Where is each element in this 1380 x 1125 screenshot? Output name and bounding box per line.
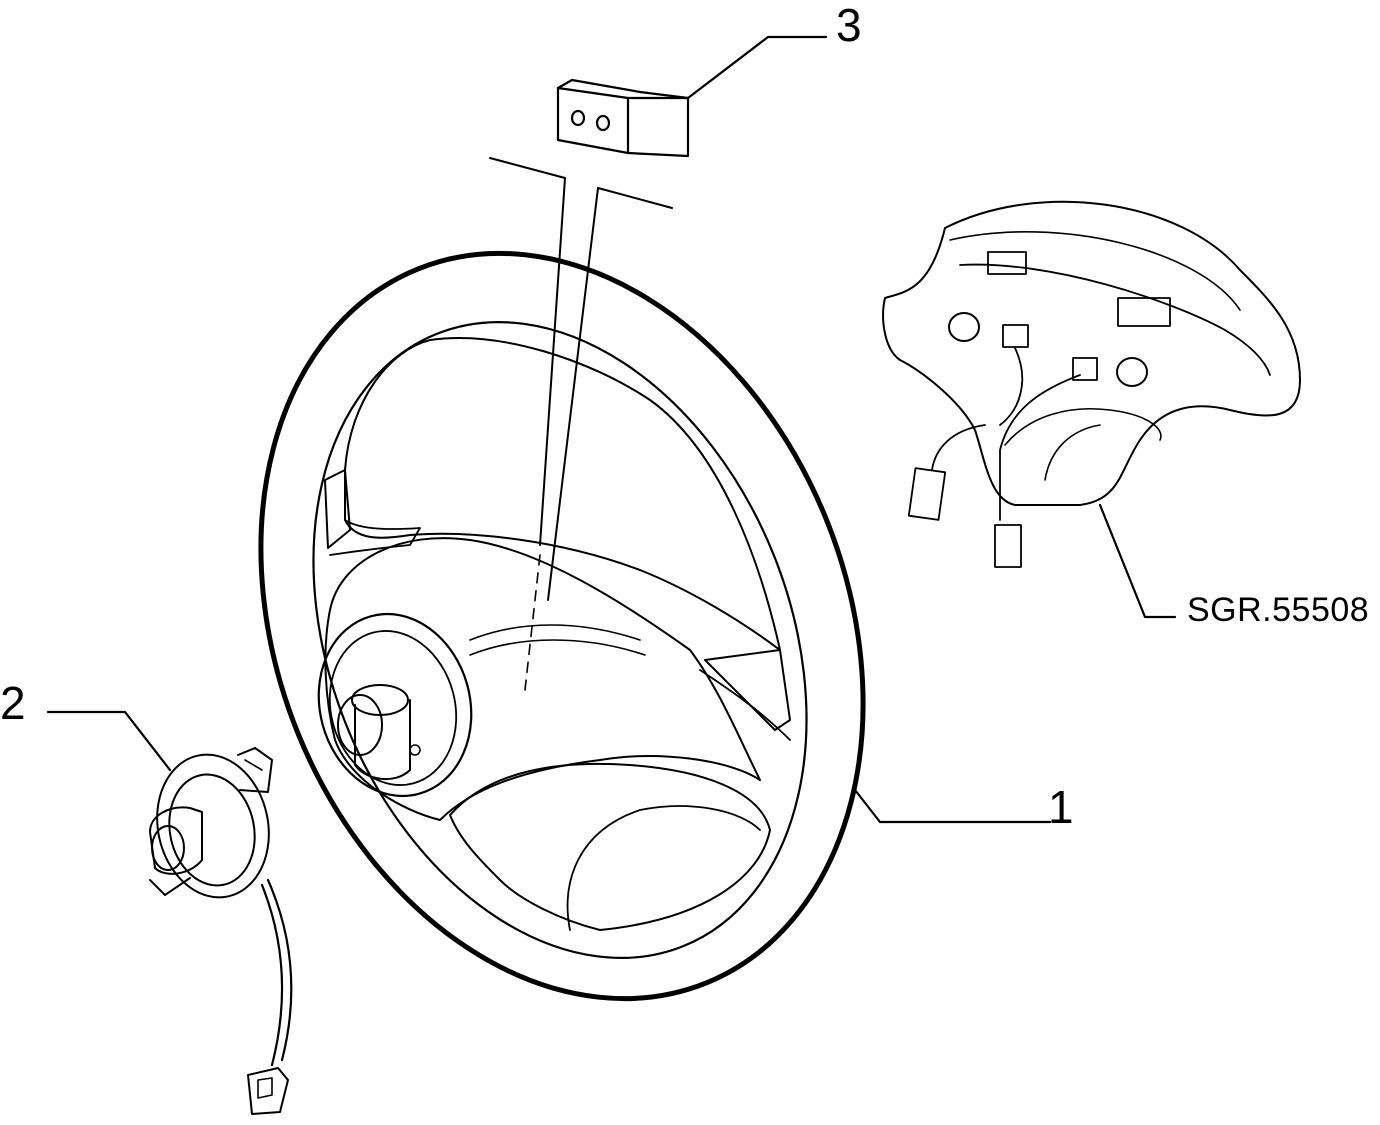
callout-3-label: 3 <box>836 0 862 51</box>
bracket <box>556 78 690 158</box>
callout-2-label: 2 <box>0 677 26 729</box>
airbag-module <box>882 200 1301 568</box>
callout-1-label: 1 <box>1048 781 1074 833</box>
steering-wheel <box>258 157 866 1002</box>
drawing-code-label: SGR.55508 <box>1187 591 1370 629</box>
leader-lines <box>46 35 1177 824</box>
clock-spring <box>149 747 293 1115</box>
